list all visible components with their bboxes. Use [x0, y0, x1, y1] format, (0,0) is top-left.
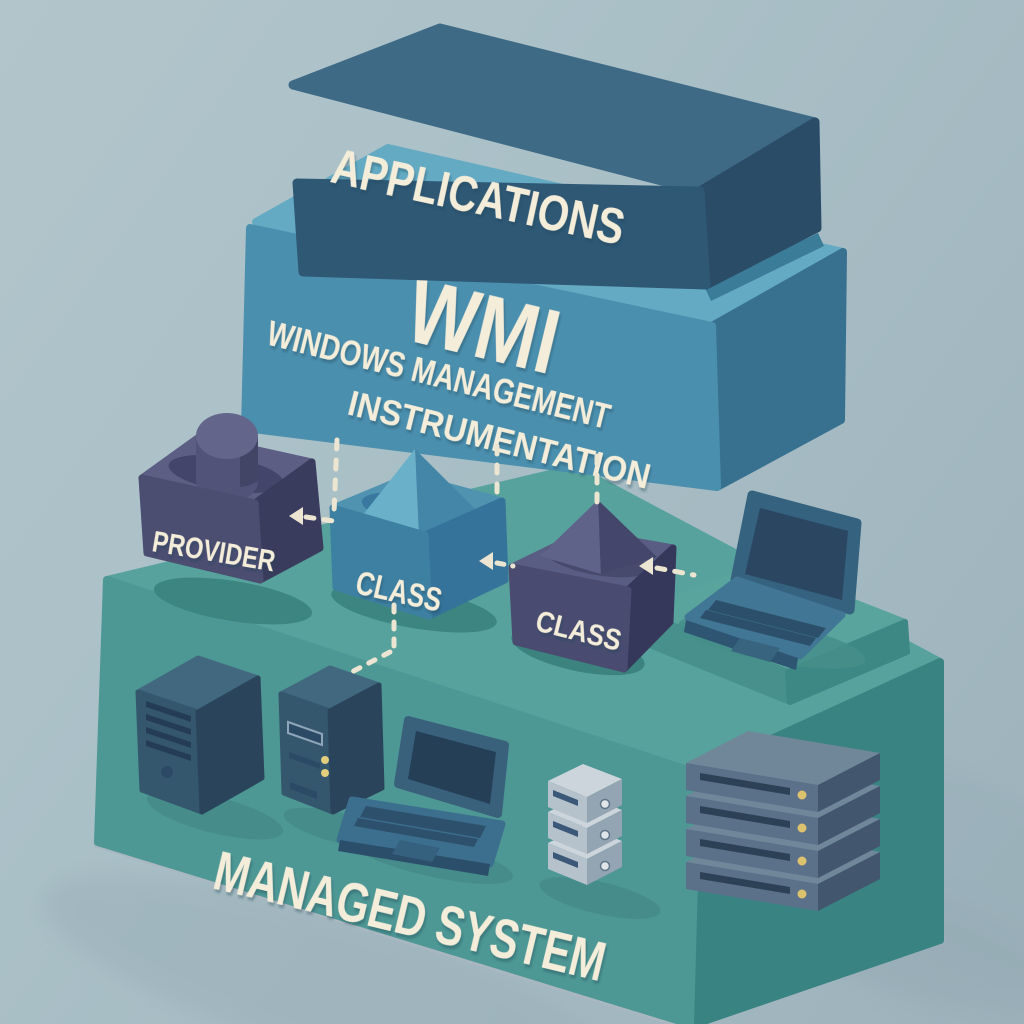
tower2-vent — [290, 782, 317, 799]
tower2-led — [321, 769, 329, 777]
applications-shadow-right — [705, 233, 824, 301]
server-rack-icon-light — [539, 764, 661, 919]
tower1-power-button — [161, 766, 173, 778]
server-light-shadow — [539, 877, 661, 919]
unit-led — [797, 823, 807, 833]
connector-class-left-to-provider — [303, 514, 343, 525]
unit-side — [818, 819, 880, 878]
laptop-keyboard-row — [360, 806, 486, 838]
server-dark-unit-1 — [686, 731, 880, 812]
unit-slot — [553, 821, 578, 837]
laptop-screen — [408, 731, 496, 804]
unit-side — [818, 786, 880, 845]
unit-slot — [700, 773, 790, 795]
unit-slot — [553, 790, 578, 806]
unit-side — [818, 753, 880, 812]
unit-led — [797, 889, 807, 899]
laptop-touchpad — [392, 840, 440, 862]
provider-cast-shadow — [153, 577, 313, 625]
tower1-vent — [146, 701, 191, 722]
provider-front-face — [138, 474, 264, 584]
unit-slot — [553, 852, 578, 868]
pyramid-block-icon-2 — [540, 500, 657, 574]
tower1-side — [195, 675, 265, 815]
connector-class-right-to-class-left — [494, 560, 516, 569]
unit-slot — [700, 806, 790, 828]
arrowhead-to-class-right — [639, 557, 653, 575]
applications-front-face — [292, 178, 711, 290]
unit-top — [686, 731, 880, 785]
server-light-unit-1 — [548, 764, 622, 823]
tower2-drive-slot — [287, 720, 323, 747]
unit-front — [548, 812, 587, 854]
plug-block-icon — [196, 413, 258, 503]
unit-front — [548, 843, 587, 885]
platform-left-shadow — [42, 874, 618, 1024]
unit-led — [797, 790, 807, 800]
arrowhead-to-provider — [289, 507, 303, 525]
pyramid-dark-face — [598, 500, 657, 574]
unit-button — [599, 829, 611, 841]
unit-button — [599, 798, 611, 810]
laptop-icon-mid — [684, 490, 862, 670]
unit-slot — [700, 839, 790, 861]
pyramid-block-icon — [362, 449, 478, 533]
mid-laptop-keyboard-row — [700, 610, 816, 646]
provider-cylinder-top — [196, 413, 258, 459]
pyramid-light-face — [540, 500, 601, 574]
pyramid-dark-face — [415, 449, 478, 533]
mid-laptop-touchpad — [731, 638, 780, 662]
laptop-icon — [336, 716, 513, 884]
arrowhead-to-class-left — [479, 552, 493, 570]
laptop-keyboard-row — [354, 818, 478, 847]
desktop-tower-icon — [135, 655, 284, 840]
wmi-front-face — [241, 224, 721, 491]
tower1-vent — [146, 727, 191, 748]
class-right-front-face — [508, 563, 632, 673]
connector-class-left-to-platform — [345, 602, 397, 677]
tower1-vent — [146, 714, 191, 735]
tower2-led — [321, 756, 329, 764]
unit-button — [599, 860, 611, 872]
tower1-vent — [146, 740, 191, 761]
unit-slot — [700, 872, 790, 894]
tower2-side — [327, 682, 385, 815]
connector-arrowheads — [289, 507, 653, 575]
mid-laptop-keyboard-row — [708, 600, 826, 638]
connector-laptop-to-class-right — [654, 565, 697, 578]
class-right-block: CLASS — [508, 500, 677, 673]
managed-devices — [135, 490, 880, 919]
connectors — [303, 437, 697, 677]
connector-wmi-to-provider-area — [331, 437, 340, 515]
unit-front — [548, 781, 587, 823]
unit-led — [797, 856, 807, 866]
applications-layer-box: APPLICATIONS — [288, 23, 822, 290]
pyramid-light-face — [362, 449, 419, 533]
class-left-block: CLASS — [329, 449, 509, 620]
server-rack-icon-dark — [686, 731, 880, 911]
provider-block: PROVIDER — [138, 413, 324, 584]
unit-top — [548, 764, 622, 797]
mid-laptop-screen — [745, 508, 848, 600]
unit-side — [818, 852, 880, 911]
tower2-slot — [289, 752, 320, 769]
class-left-front-face — [329, 504, 433, 620]
